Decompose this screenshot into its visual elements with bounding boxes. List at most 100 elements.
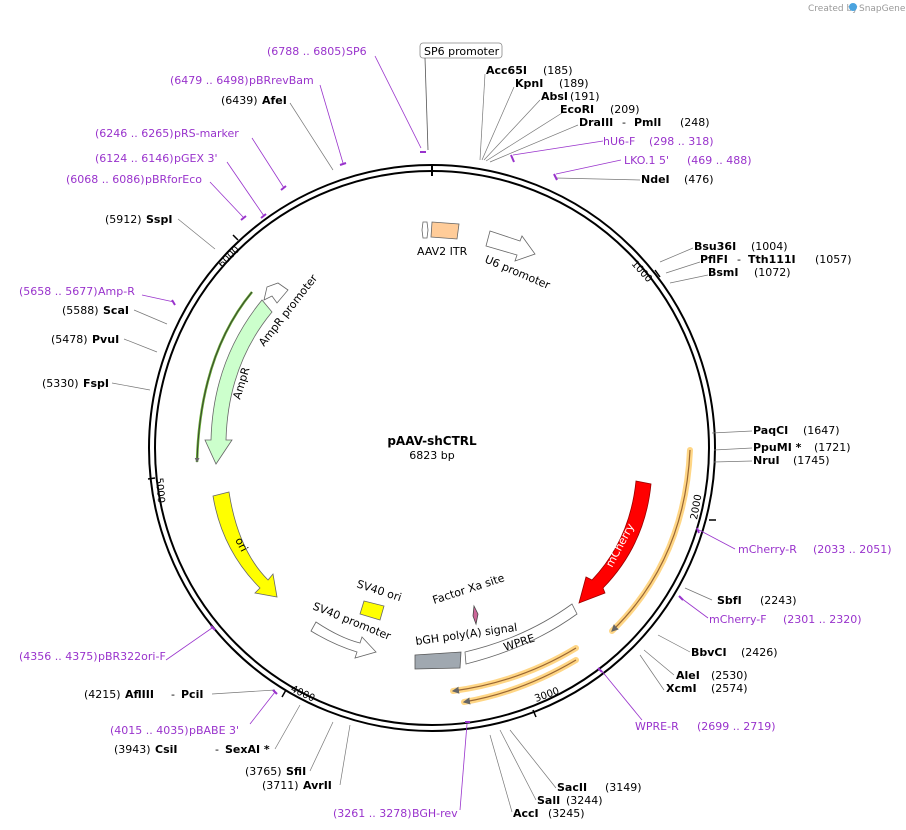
site-name: AflIII [125, 688, 154, 701]
site-pos: (5330) [42, 377, 79, 390]
site-bsmi[interactable]: BsmI (1072) [708, 266, 791, 279]
site-acc65i[interactable]: Acc65I (185) [486, 64, 573, 77]
primer-marks [171, 151, 700, 723]
primer-mcherry-r[interactable]: mCherry-R (2033 .. 2051) [738, 543, 892, 556]
feature-label: Factor Xa site [431, 571, 506, 607]
site-pos: (3244) [566, 794, 603, 807]
site-name: FspI [83, 377, 109, 390]
svg-text:-: - [215, 743, 219, 756]
site-pos: (2426) [741, 646, 778, 659]
feature-label: SV40 ori [355, 577, 403, 604]
feature-sv40-ori[interactable]: SV40 ori [355, 577, 403, 621]
primer-pbrrevbam[interactable]: (6479 .. 6498) pBRrevBam [170, 74, 314, 87]
primer-bgh-rev[interactable]: (3261 .. 3278) BGH-rev [333, 807, 458, 820]
right-site-labels: Acc65I (185) KpnI (189) AbsI (191) EcoRI… [486, 64, 852, 820]
primer-prs-marker[interactable]: (6246 .. 6265) pRS-marker [95, 127, 239, 140]
site-name: Acc65I [486, 64, 527, 77]
site-alei[interactable]: AleI (2530) [676, 669, 748, 682]
primer-name: mCherry-F [709, 613, 767, 626]
site-name: BbvCI [691, 646, 727, 659]
tick-4000: 4000 [281, 684, 316, 704]
site-pos: (209) [610, 103, 640, 116]
site-afliii-pcii[interactable]: (4215) AflIII - PciI [84, 688, 203, 701]
feature-u6-promoter[interactable]: U6 promoter [483, 230, 553, 292]
site-bbvci[interactable]: BbvCI (2426) [691, 646, 778, 659]
site-draiii-pmli[interactable]: DraIII - PmlI (248) [579, 116, 710, 129]
primer-wpre-r[interactable]: WPRE-R (2699 .. 2719) [635, 720, 776, 733]
site-acci[interactable]: AccI (3245) [513, 807, 585, 820]
primer-lko1-5[interactable]: LKO.1 5' (469 .. 488) [624, 154, 752, 167]
site-csii-sexai[interactable]: (3943) CsiI - SexAI * [114, 743, 270, 756]
primer-labels: (6788 .. 6805) SP6 (6479 .. 6498) pBRrev… [19, 45, 892, 820]
site-pos: (1721) [814, 441, 851, 454]
primer-sp6[interactable]: (6788 .. 6805) SP6 [267, 45, 367, 58]
primer-name: BGH-rev [412, 807, 458, 820]
primer-amp-r[interactable]: (5658 .. 5677) Amp-R [19, 285, 135, 298]
feature-label: SP6 promoter [424, 45, 500, 58]
site-afei[interactable]: (6439) AfeI [221, 94, 287, 107]
feature-factor-xa-site[interactable]: Factor Xa site [431, 571, 506, 626]
feature-ori[interactable]: ori [212, 491, 278, 598]
site-name: SalI [537, 794, 560, 807]
primer-pbrforeco[interactable]: (6068 .. 6086) pBRforEco [66, 173, 202, 186]
primer-name: pBR322ori-F [98, 650, 166, 663]
tick-label: 1000 [629, 259, 654, 285]
snapgene-logo-icon [849, 3, 857, 11]
primer-range: (4356 .. 4375) [19, 650, 98, 663]
site-name: SfiI [286, 765, 306, 778]
site-sspi[interactable]: (5912) SspI [105, 213, 172, 226]
primer-range: (2033 .. 2051) [813, 543, 892, 556]
plasmid-name: pAAV-shCTRL [387, 434, 477, 448]
primer-hu6-f[interactable]: hU6-F (298 .. 318) [603, 135, 714, 148]
feature-aav2-itr[interactable]: AAV2 ITR [417, 221, 468, 258]
feature-ampr[interactable]: AmpR [204, 299, 273, 465]
site-pvui[interactable]: (5478) PvuI [51, 333, 119, 346]
site-avrii[interactable]: (3711) AvrII [262, 779, 332, 792]
site-absi[interactable]: AbsI (191) [541, 90, 600, 103]
site-sacii[interactable]: SacII (3149) [557, 781, 642, 794]
site-sbfi[interactable]: SbfI (2243) [717, 594, 797, 607]
site-name: AleI [676, 669, 700, 682]
credit-brand: SnapGene [859, 4, 906, 14]
site-pos: (3149) [605, 781, 642, 794]
site-pflfi-tth111i[interactable]: PflFI - Tth111I (1057) [700, 253, 852, 266]
sp6-promoter-callout[interactable]: SP6 promoter [419, 42, 503, 151]
tick-6000: 6000 [216, 234, 242, 270]
primer-pbabe3[interactable]: (4015 .. 4035) pBABE 3' [110, 724, 239, 737]
site-ppumi[interactable]: PpuMI * (1721) [753, 441, 851, 454]
site-scai[interactable]: (5588) ScaI [62, 304, 129, 317]
site-pos: (1004) [751, 240, 788, 253]
primer-pgex3[interactable]: (6124 .. 6146) pGEX 3' [95, 152, 218, 165]
site-ndei[interactable]: NdeI (476) [641, 173, 714, 186]
site-pos: (248) [680, 116, 710, 129]
feature-mcherry[interactable]: mCherry [578, 480, 652, 604]
primer-range: (3261 .. 3278) [333, 807, 412, 820]
site-sfii[interactable]: (3765) SfiI [245, 765, 306, 778]
site-fspi[interactable]: (5330) FspI [42, 377, 109, 390]
primer-name: WPRE-R [635, 720, 679, 733]
primer-pbr322ori-f[interactable]: (4356 .. 4375) pBR322ori-F [19, 650, 166, 663]
site-pos: (1745) [793, 454, 830, 467]
site-name: XcmI [666, 682, 697, 695]
site-xcmi[interactable]: XcmI (2574) [666, 682, 748, 695]
feature-label: AAV2 ITR [417, 245, 468, 258]
site-pos: (1647) [803, 424, 840, 437]
site-nrui[interactable]: NruI (1745) [753, 454, 830, 467]
site-pos: (2574) [711, 682, 748, 695]
primer-mcherry-f[interactable]: mCherry-F (2301 .. 2320) [709, 613, 862, 626]
site-kpni[interactable]: KpnI (189) [515, 77, 589, 90]
site-ecori[interactable]: EcoRI (209) [560, 103, 640, 116]
site-name: SacII [557, 781, 587, 794]
site-sali[interactable]: SalI (3244) [537, 794, 603, 807]
site-bsu36i[interactable]: Bsu36I (1004) [694, 240, 788, 253]
primer-name: Amp-R [98, 285, 135, 298]
site-pos: (3711) [262, 779, 299, 792]
site-paqci[interactable]: PaqCI (1647) [753, 424, 840, 437]
credit-prefix: Created by [808, 4, 858, 14]
site-name: AvrII [303, 779, 332, 792]
site-pos: (2243) [760, 594, 797, 607]
primer-name: SP6 [346, 45, 367, 58]
site-pos: (476) [684, 173, 714, 186]
site-pos: (191) [570, 90, 600, 103]
primer-range: (5658 .. 5677) [19, 285, 98, 298]
